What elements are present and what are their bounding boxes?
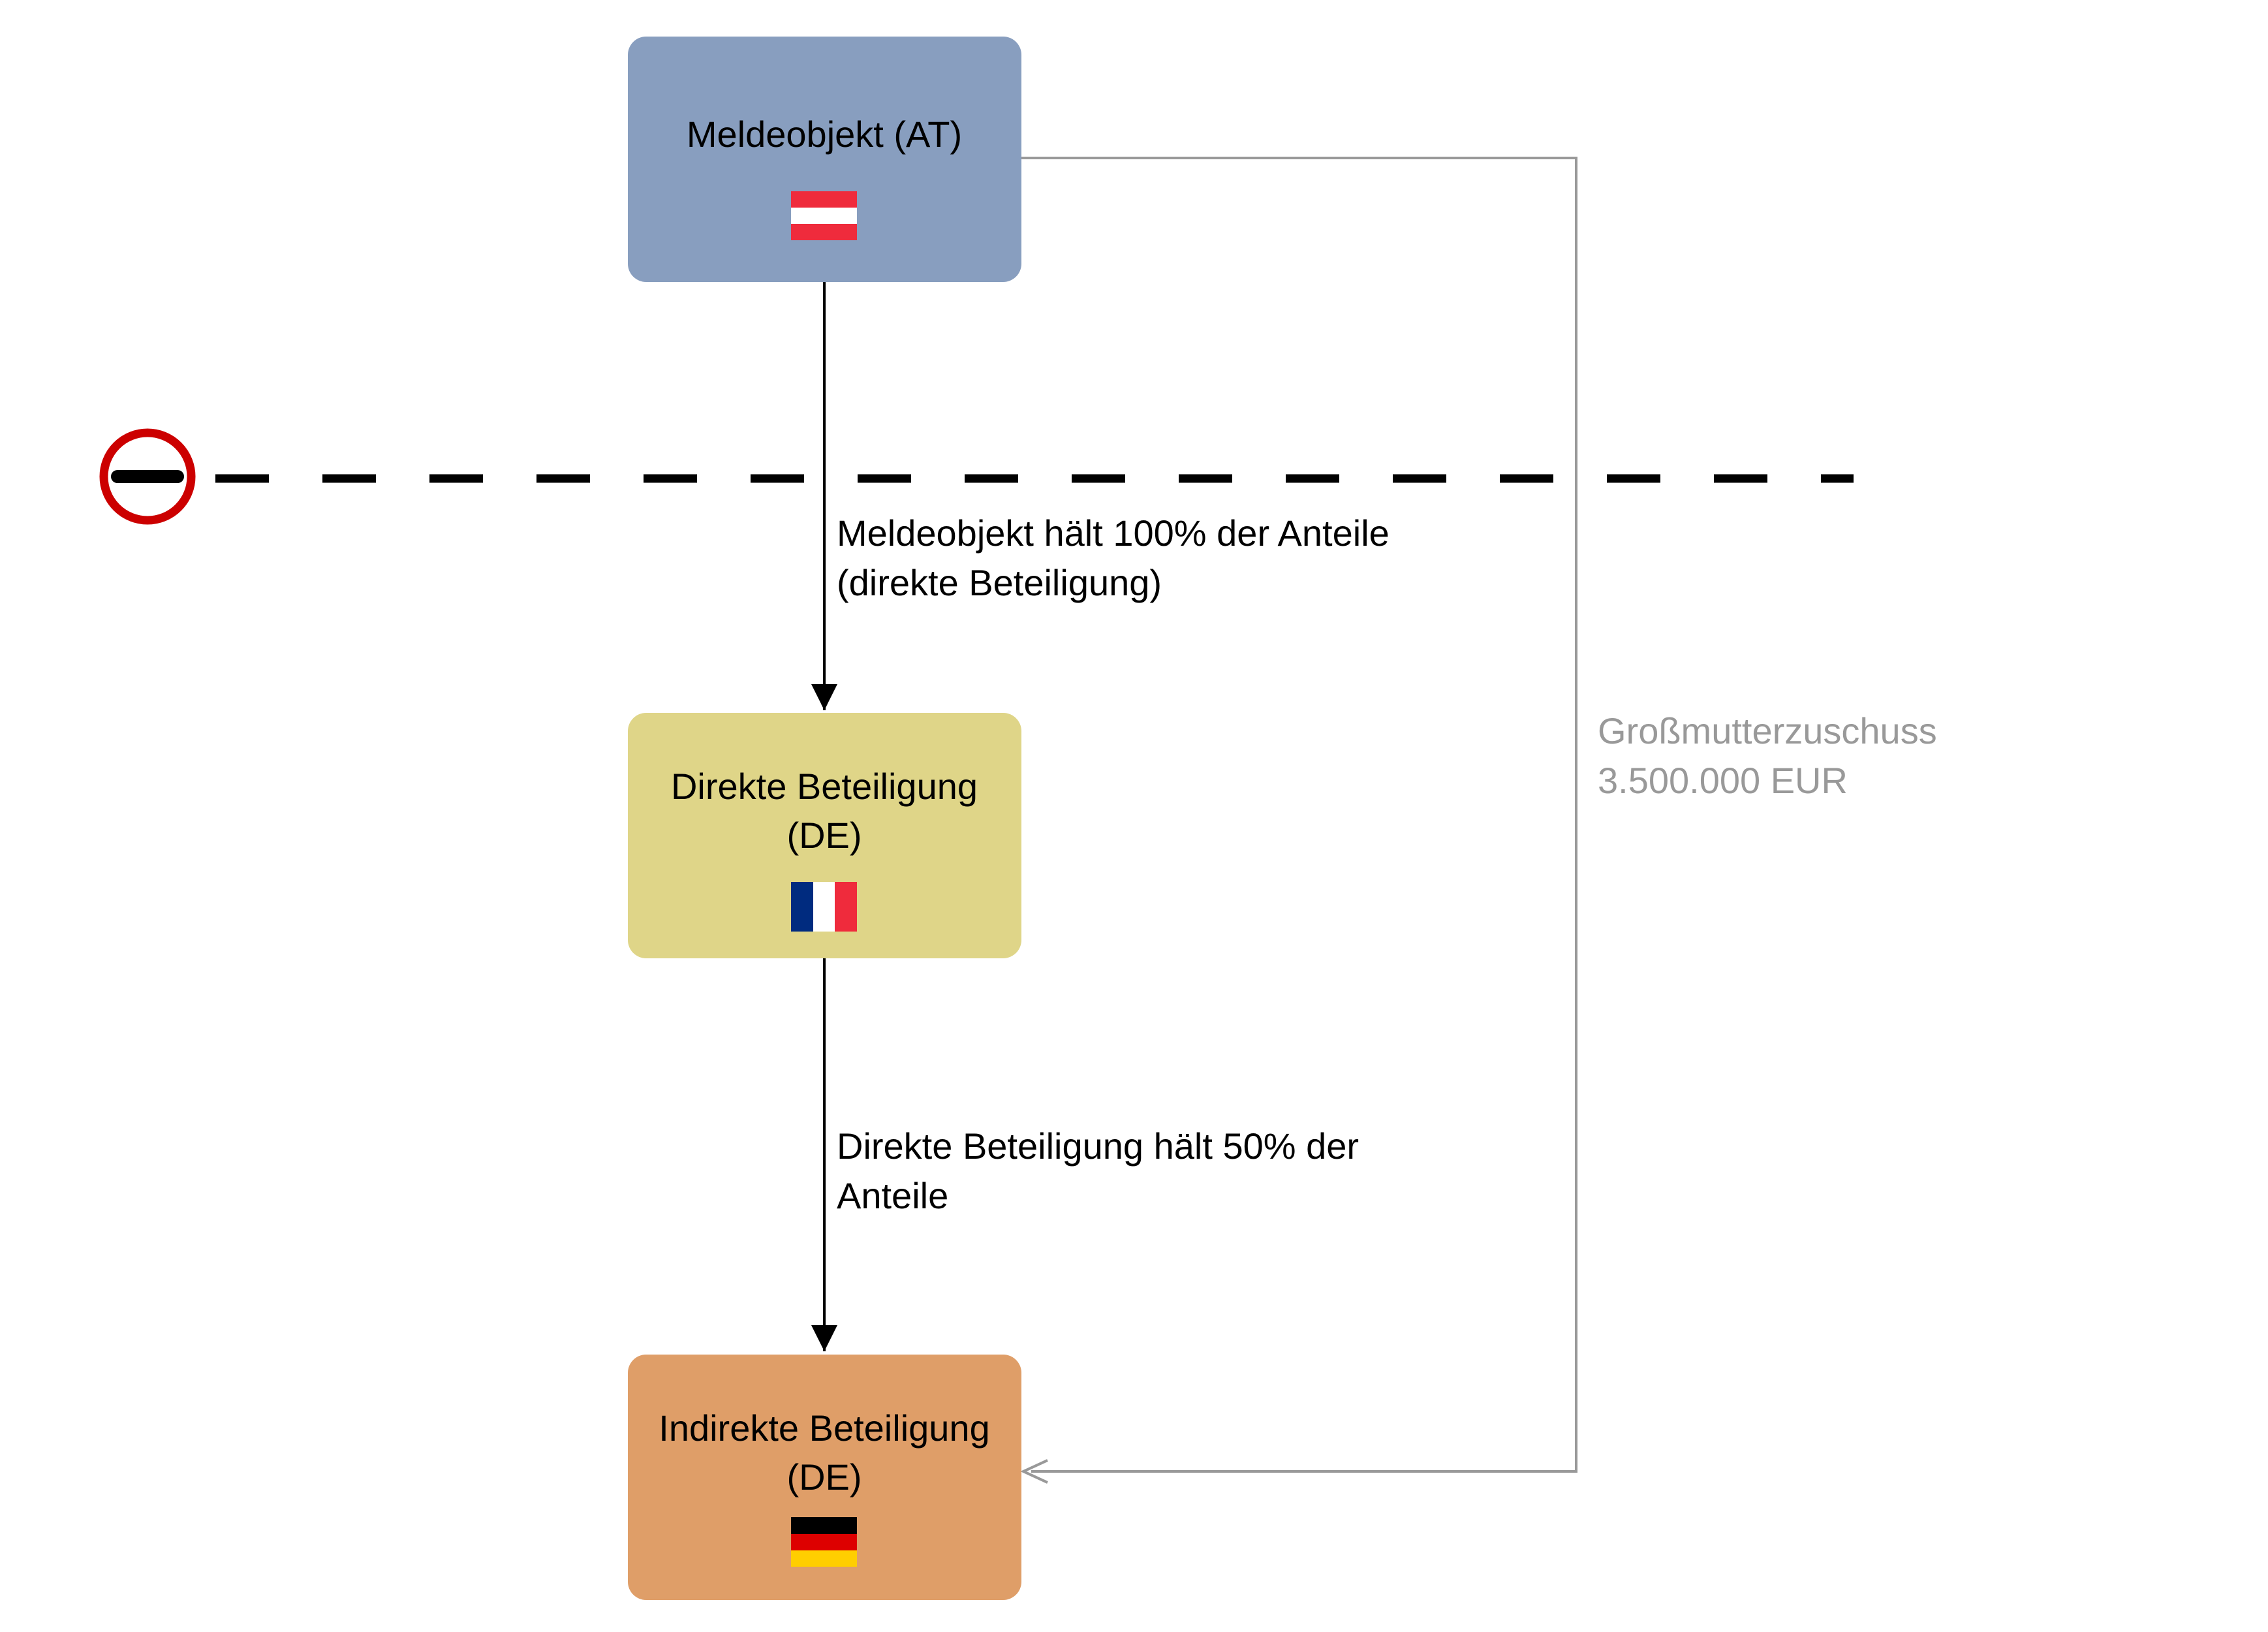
svg-text:Meldeobjekt hält 100% der Ante: Meldeobjekt hält 100% der Anteile (837, 512, 1390, 554)
edge-label-line1: Meldeobjekt hält 100% der Anteile (837, 512, 1390, 554)
svg-text:(DE): (DE) (786, 815, 862, 856)
svg-text:(direkte Beteiligung): (direkte Beteiligung) (837, 562, 1162, 603)
no-entry-icon (99, 428, 196, 525)
node-title: Meldeobjekt (AT) (687, 114, 962, 155)
svg-text:Großmutterzuschuss: Großmutterzuschuss (1598, 710, 1937, 751)
border-line (99, 428, 1854, 525)
grossmutterzuschuss-label: Großmutterzuschuss (1598, 710, 1937, 751)
arrowhead-icon (811, 1325, 837, 1351)
node-title-line2: (DE) (786, 815, 862, 856)
node-title-line1: Direkte Beteiligung (671, 766, 978, 807)
edge-meldeobjekt-to-direkte: Meldeobjekt hält 100% der Anteile (direk… (811, 282, 1390, 710)
node-box (628, 1355, 1021, 1600)
svg-text:Direkte Beteiligung: Direkte Beteiligung (671, 766, 978, 807)
node-direkte-beteiligung[interactable]: Direkte Beteiligung (DE) (628, 713, 1021, 958)
svg-text:(DE): (DE) (786, 1456, 862, 1498)
svg-text:Anteile: Anteile (837, 1175, 948, 1216)
svg-text:Direkte Beteiligung hält 50% d: Direkte Beteiligung hält 50% der (837, 1125, 1359, 1167)
svg-text:3.500.000 EUR: 3.500.000 EUR (1598, 760, 1848, 801)
edge-grossmutterzuschuss: Großmutterzuschuss 3.500.000 EUR (1018, 157, 1937, 1484)
node-meldeobjekt[interactable]: Meldeobjekt (AT) (628, 37, 1021, 282)
node-box (628, 37, 1021, 282)
grossmutterzuschuss-connector (1018, 157, 1577, 1473)
arrowhead-icon (811, 684, 837, 710)
node-indirekte-beteiligung[interactable]: Indirekte Beteiligung (DE) (628, 1355, 1021, 1600)
svg-text:Indirekte Beteiligung: Indirekte Beteiligung (659, 1407, 989, 1449)
node-title-line1: Indirekte Beteiligung (659, 1407, 989, 1449)
node-title-line2: (DE) (786, 1456, 862, 1498)
edge-label-line1: Direkte Beteiligung hält 50% der (837, 1125, 1359, 1167)
grossmutterzuschuss-amount: 3.500.000 EUR (1598, 760, 1848, 801)
edge-label-line2: Anteile (837, 1175, 948, 1216)
svg-text:Meldeobjekt (AT): Meldeobjekt (AT) (687, 114, 962, 155)
node-box (628, 713, 1021, 958)
edge-direkte-to-indirekte: Direkte Beteiligung hält 50% der Anteile (811, 958, 1359, 1351)
open-arrowhead-icon (1020, 1459, 1048, 1484)
edge-label-line2: (direkte Beteiligung) (837, 562, 1162, 603)
austria-flag-icon (791, 191, 857, 240)
germany-flag-icon (791, 1517, 857, 1567)
france-flag-icon (791, 882, 857, 932)
